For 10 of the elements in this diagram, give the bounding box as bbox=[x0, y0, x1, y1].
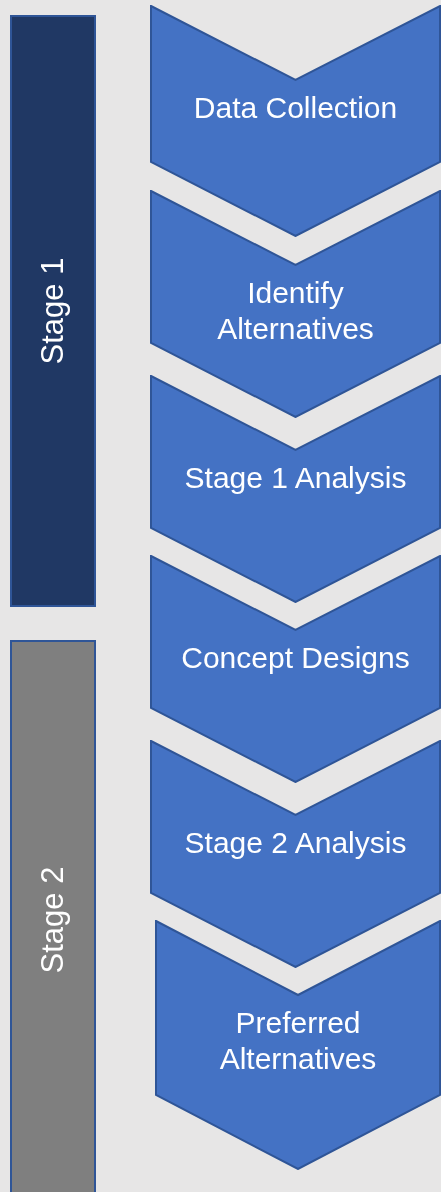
stage-label: Stage 1 bbox=[35, 257, 71, 365]
step-label: Stage 2 Analysis bbox=[183, 825, 408, 861]
stage-label: Stage 2 bbox=[35, 866, 71, 974]
step-label: Identify Alternatives bbox=[216, 275, 375, 347]
step-label: Stage 1 Analysis bbox=[183, 460, 408, 496]
stage-bar bbox=[10, 640, 96, 1192]
step-label: Preferred Alternatives bbox=[218, 1005, 378, 1077]
step-label: Concept Designs bbox=[180, 640, 411, 676]
step-label: Data Collection bbox=[192, 90, 399, 126]
stage-bar bbox=[10, 15, 96, 607]
